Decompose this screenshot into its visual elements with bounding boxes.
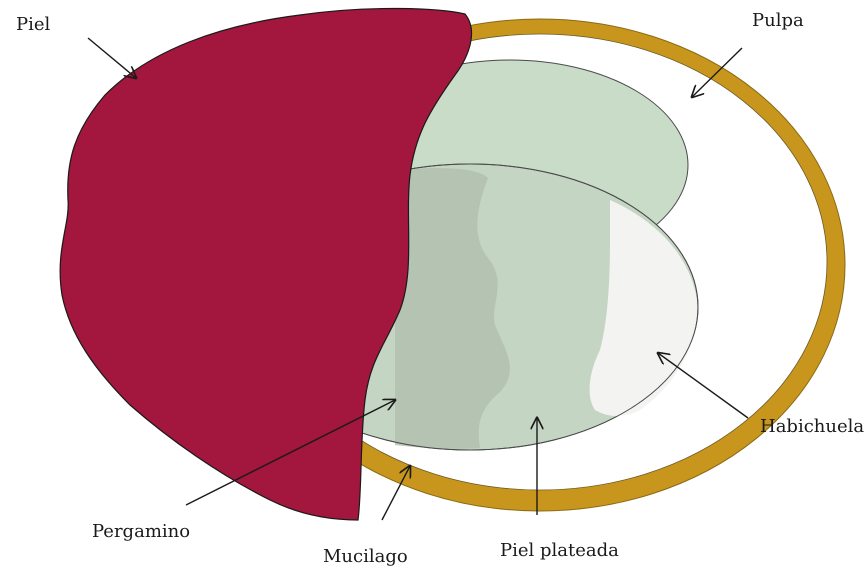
label-habichuela: Habichuela xyxy=(760,416,864,437)
label-mucilago: Mucilago xyxy=(323,546,408,567)
label-pulpa: Pulpa xyxy=(752,10,804,31)
label-piel-plateada: Piel plateada xyxy=(500,540,619,561)
arrow-piel xyxy=(88,38,136,78)
label-pergamino: Pergamino xyxy=(92,521,190,542)
label-piel: Piel xyxy=(16,14,51,35)
